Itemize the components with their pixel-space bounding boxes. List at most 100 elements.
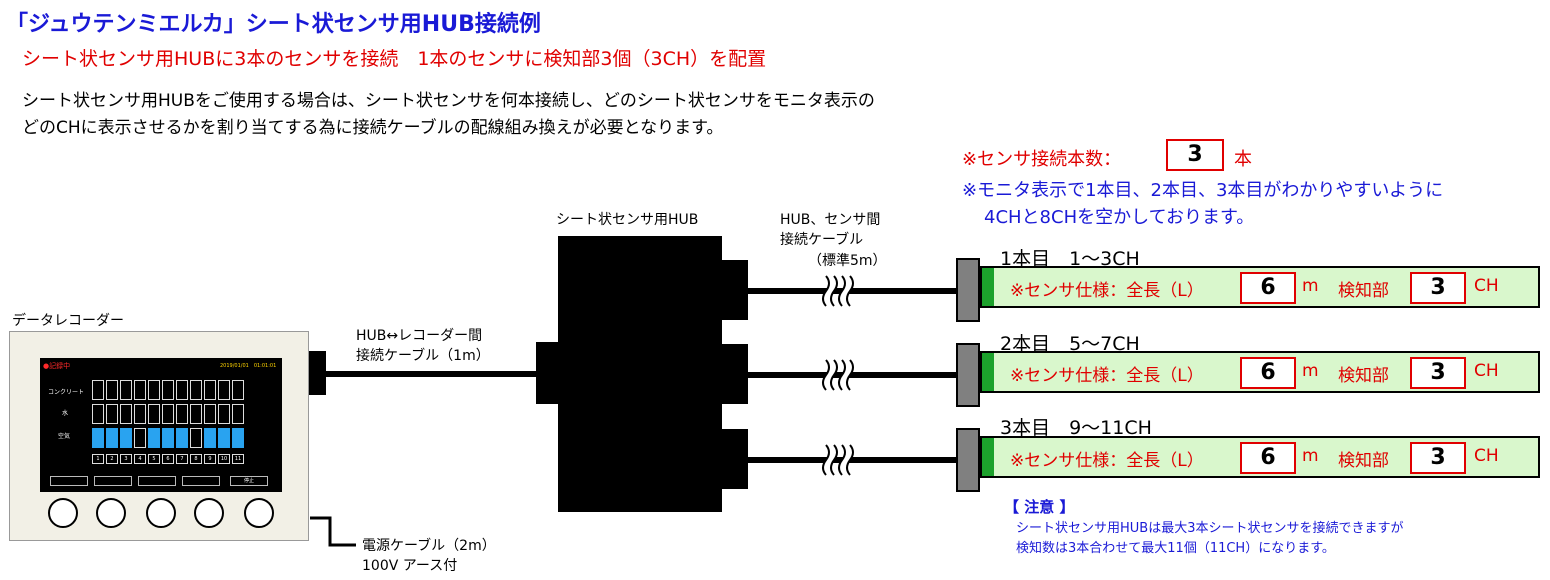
sensor-1-detect-count: 3 — [1410, 272, 1466, 304]
notice-line-2: 検知数は3本合わせて最大11個（11CH）になります。 — [1016, 541, 1335, 556]
description-line-1: シート状センサ用HUBをご使用する場合は、シート状センサを何本接続し、どのシート… — [22, 91, 875, 111]
sensor-2-title: 2本目 5～7CH — [1000, 333, 1140, 355]
sensor-2-green-band — [982, 353, 994, 391]
channel-cell — [204, 380, 216, 400]
channel-cell — [120, 428, 132, 448]
channel-cell — [148, 428, 160, 448]
sensor-1-length-unit: m — [1302, 276, 1319, 296]
hub-output-port-1 — [720, 260, 748, 320]
sensor-3-detect-count: 3 — [1410, 442, 1466, 474]
sensor-3-connector — [956, 428, 980, 492]
sensor-3: ※センサ仕様：全長（L） 6 m 検知部 3 CH — [980, 436, 1540, 478]
hub-sensor-cable-line-2: 接続ケーブル — [780, 232, 864, 248]
hub-recorder-cable-line-2: 接続ケーブル（1m） — [356, 348, 490, 364]
channel-cell — [92, 404, 104, 424]
channel-cell — [106, 428, 118, 448]
soft-button-1[interactable] — [50, 476, 88, 486]
channel-cell — [190, 428, 202, 448]
recording-indicator: ●記録中 — [43, 362, 71, 370]
recorder-label: データレコーダー — [12, 313, 124, 329]
sensor-2-length-unit: m — [1302, 361, 1319, 381]
channel-number: 11 — [232, 454, 244, 464]
sensor-count-unit: 本 — [1234, 149, 1252, 170]
channel-number: 7 — [176, 454, 188, 464]
channel-cell — [176, 380, 188, 400]
soft-button-2[interactable] — [94, 476, 132, 486]
sensor-3-green-band — [982, 438, 994, 476]
hub-output-port-2 — [720, 344, 748, 404]
channel-number: 5 — [148, 454, 160, 464]
channel-cell — [218, 380, 230, 400]
sensor-1-detect-label: 検知部 — [1338, 281, 1389, 301]
channel-cell — [134, 428, 146, 448]
sensor-3-title: 3本目 9～11CH — [1000, 417, 1152, 439]
screen-datetime: 2019/01/01 01:01:01 — [220, 363, 277, 369]
channel-cell — [162, 404, 174, 424]
hub-input-port — [536, 342, 560, 404]
channel-cell — [204, 428, 216, 448]
channel-cell — [148, 380, 160, 400]
channel-cell — [232, 428, 244, 448]
channel-cell — [120, 380, 132, 400]
sensor-1-spec-label: ※センサ仕様：全長（L） — [1010, 281, 1204, 301]
channel-cell — [204, 404, 216, 424]
sensor-3-detect-unit: CH — [1474, 446, 1499, 466]
channel-cell — [106, 380, 118, 400]
page-title: 「ジュウテンミエルカ」シート状センサ用HUB接続例 — [6, 12, 541, 37]
channel-number: 2 — [106, 454, 118, 464]
channel-cell — [190, 404, 202, 424]
row-label-concrete: コンクリート — [48, 389, 85, 396]
description-line-2: どのCHに表示させるかを割り当てする為に接続ケーブルの配線組み換えが必要となりま… — [22, 118, 724, 138]
power-cable-line-2: 100V アース付 — [362, 558, 458, 574]
sensor-1-title: 1本目 1～3CH — [1000, 248, 1140, 270]
hub-sensor-cable-line-1: HUB、センサ間 — [780, 212, 881, 228]
channel-cell — [92, 428, 104, 448]
channel-cell — [232, 380, 244, 400]
recorder-knob-3[interactable] — [146, 498, 176, 528]
recorder-knob-2[interactable] — [96, 498, 126, 528]
sensor-2: ※センサ仕様：全長（L） 6 m 検知部 3 CH — [980, 351, 1540, 393]
soft-button-3[interactable] — [138, 476, 176, 486]
hub-sensor-cable-line-3: （標準5m） — [808, 253, 887, 269]
cable-break-lines — [822, 275, 854, 476]
sensor-3-length: 6 — [1240, 442, 1296, 474]
row-label-water: 水 — [62, 410, 69, 417]
stop-button[interactable]: 停止 — [230, 476, 268, 486]
channel-number: 10 — [218, 454, 230, 464]
sensor-1-length: 6 — [1240, 272, 1296, 304]
hub-label: シート状センサ用HUB — [556, 212, 699, 228]
recorder-knob-5[interactable] — [244, 498, 274, 528]
sensor-2-length: 6 — [1240, 357, 1296, 389]
channel-cell — [232, 404, 244, 424]
power-cable-line-1: 電源ケーブル（2m） — [362, 538, 496, 554]
notice-line-1: シート状センサ用HUBは最大3本シート状センサを接続できますが — [1016, 521, 1404, 536]
channel-number: 6 — [162, 454, 174, 464]
recorder-knob-1[interactable] — [48, 498, 78, 528]
sensor-2-connector — [956, 343, 980, 407]
soft-button-4[interactable] — [182, 476, 220, 486]
sensor-1: ※センサ仕様：全長（L） 6 m 検知部 3 CH — [980, 266, 1540, 308]
channel-cell — [106, 404, 118, 424]
channel-cell — [120, 404, 132, 424]
notice-heading: 【 注意 】 — [1004, 498, 1075, 516]
recorder-knob-4[interactable] — [194, 498, 224, 528]
sensor-3-spec-label: ※センサ仕様：全長（L） — [1010, 451, 1204, 471]
recorder-port — [306, 351, 326, 395]
sensor-3-detect-label: 検知部 — [1338, 451, 1389, 471]
channel-number: 9 — [204, 454, 216, 464]
channel-cell — [218, 428, 230, 448]
sensor-2-detect-unit: CH — [1474, 361, 1499, 381]
sensor-1-connector — [956, 258, 980, 322]
sensor-1-detect-unit: CH — [1474, 276, 1499, 296]
channel-cell — [218, 404, 230, 424]
channel-number: 4 — [134, 454, 146, 464]
hub-output-port-3 — [720, 429, 748, 489]
channel-cell — [176, 428, 188, 448]
channel-number: 1 — [92, 454, 104, 464]
channel-cell — [148, 404, 160, 424]
row-label-air: 空気 — [58, 433, 71, 440]
sensor-1-green-band — [982, 268, 994, 306]
